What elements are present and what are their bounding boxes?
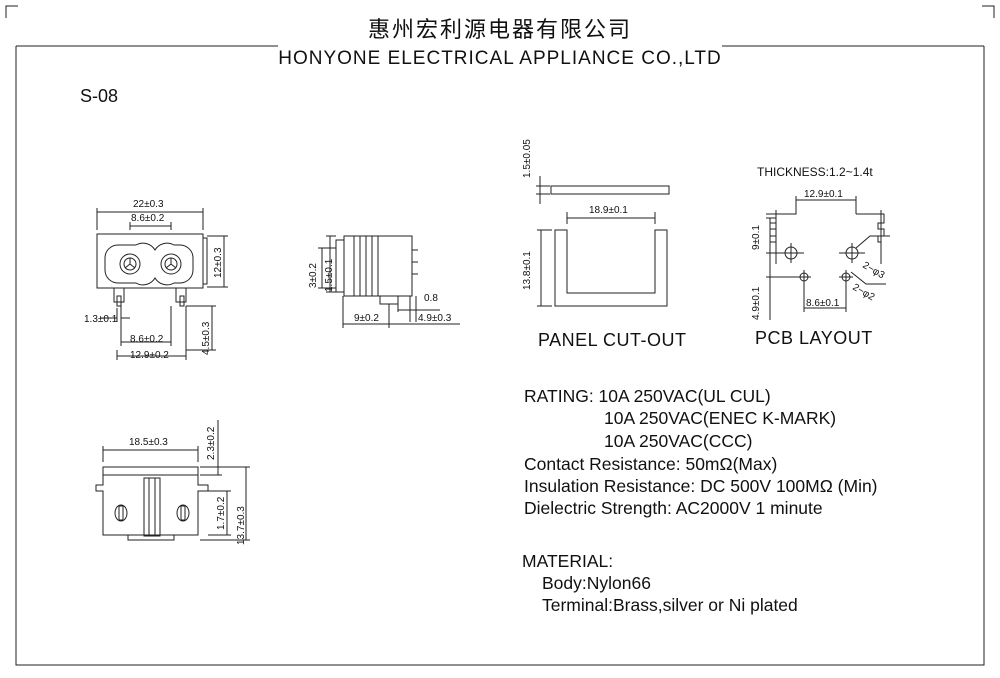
dim-side-49: 4.9±0.3: [418, 313, 452, 324]
dim-panel-height: 13.8±0.1: [522, 251, 533, 290]
side-view: [318, 235, 460, 328]
spec-rating-ul: RATING: 10A 250VAC(UL CUL): [524, 386, 771, 406]
dim-pcb-49: 4.9±0.1: [751, 286, 762, 320]
spec-contact-resistance: Contact Resistance: 50mΩ(Max): [524, 454, 778, 474]
spec-insulation-resistance: Insulation Resistance: DC 500V 100MΩ (Mi…: [524, 476, 878, 496]
spec-dielectric-strength: Dielectric Strength: AC2000V 1 minute: [524, 498, 823, 518]
dim-bottom-137: 13.7±0.3: [236, 506, 247, 545]
material-terminal: Terminal:Brass,silver or Ni plated: [542, 595, 798, 615]
dim-front-pin-span: 12.9±0.2: [130, 350, 169, 361]
dim-bottom-23: 2.3±0.2: [206, 426, 217, 460]
pcb-thickness: THICKNESS:1.2~1.4t: [757, 165, 873, 179]
dim-front-socket-pitch: 8.6±0.2: [131, 213, 165, 224]
spec-rating-ccc: 10A 250VAC(CCC): [604, 431, 753, 451]
front-view: [96, 208, 228, 360]
dim-front-height: 12±0.3: [213, 247, 224, 278]
dim-side-15: 1.5±0.1: [324, 258, 335, 292]
panel-cutout-label: PANEL CUT-OUT: [538, 330, 687, 350]
corner-mark-tr: [982, 5, 995, 18]
dim-side-08: 0.8: [424, 293, 438, 304]
dim-pcb-span: 12.9±0.1: [804, 189, 843, 200]
spec-rating-enec: 10A 250VAC(ENEC K-MARK): [604, 408, 837, 428]
dim-pcb-86: 8.6±0.1: [806, 298, 840, 309]
company-name-en: HONYONE ELECTRICAL APPLIANCE CO.,LTD: [278, 48, 722, 69]
pcb-layout: [766, 196, 890, 320]
corner-mark-tl: [5, 5, 18, 18]
dim-front-pin-pitch: 8.6±0.2: [130, 334, 164, 345]
material-body: Body:Nylon66: [542, 573, 651, 593]
pcb-layout-label: PCB LAYOUT: [755, 328, 873, 348]
dim-front-width: 22±0.3: [133, 199, 164, 210]
dim-side-9: 9±0.2: [354, 313, 379, 324]
title-frame: [15, 45, 985, 666]
panel-cutout: [536, 176, 670, 307]
dim-panel-thickness: 1.5±0.05: [522, 139, 533, 178]
model-number: S-08: [80, 86, 119, 106]
dim-pcb-9: 9±0.1: [751, 225, 762, 250]
material-title: MATERIAL:: [522, 551, 614, 571]
dim-front-pin-thickness: 1.3±0.1: [84, 314, 118, 325]
dim-panel-width: 18.9±0.1: [589, 205, 628, 216]
bottom-view: [95, 420, 250, 541]
dim-side-3: 3±0.2: [308, 263, 319, 288]
dim-bottom-width: 18.5±0.3: [129, 437, 168, 448]
company-name-cn: 惠州宏利源电器有限公司: [367, 18, 632, 43]
dim-front-pin-length: 4.5±0.3: [201, 321, 212, 355]
dim-bottom-17: 1.7±0.2: [216, 496, 227, 530]
